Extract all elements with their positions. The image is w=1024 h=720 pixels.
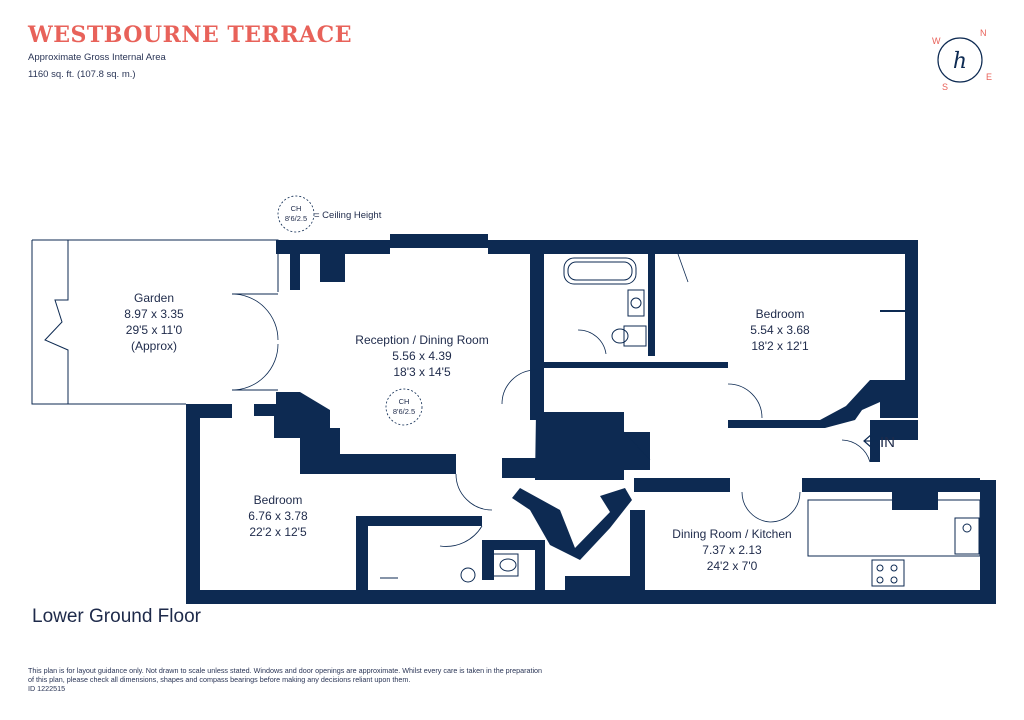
reception-ceiling-height: CH 8'6/2.5	[385, 388, 423, 426]
compass-e: E	[986, 72, 992, 82]
room-reception-label: Reception / Dining Room 5.56 x 4.39 18'3…	[355, 333, 488, 379]
svg-text:Garden: Garden	[134, 291, 174, 305]
svg-text:8'6/2.5: 8'6/2.5	[285, 214, 307, 223]
svg-text:Bedroom: Bedroom	[756, 307, 805, 321]
compass-n: N	[980, 28, 987, 38]
svg-text:CH: CH	[399, 397, 410, 406]
compass-logo: h	[953, 49, 967, 74]
compass-icon: h N E S W	[932, 28, 992, 92]
floor-label: Lower Ground Floor	[32, 606, 201, 627]
svg-text:8'6/2.5: 8'6/2.5	[393, 407, 415, 416]
property-title: WESTBOURNE TERRACE	[28, 22, 352, 48]
disclaimer: This plan is for layout guidance only. N…	[28, 666, 548, 693]
svg-text:24'2 x 7'0: 24'2 x 7'0	[707, 559, 758, 573]
area-subtitle: Approximate Gross Internal Area	[28, 52, 166, 63]
room-garden-label: Garden 8.97 x 3.35 29'5 x 11'0 (Approx)	[124, 291, 184, 353]
doors	[231, 253, 871, 547]
svg-text:5.56 x 4.39: 5.56 x 4.39	[392, 349, 452, 363]
ceiling-height-legend: CH 8'6/2.5 = Ceiling Height	[277, 195, 382, 233]
garden-area	[31, 239, 279, 405]
room-bedroom-left-label: Bedroom 6.76 x 3.78 22'2 x 12'5	[248, 493, 308, 539]
area-value: 1160 sq. ft. (107.8 sq. m.)	[28, 69, 136, 80]
svg-text:6.76 x 3.78: 6.76 x 3.78	[248, 509, 308, 523]
svg-text:18'3 x 14'5: 18'3 x 14'5	[393, 365, 451, 379]
room-kitchen-label: Dining Room / Kitchen 7.37 x 2.13 24'2 x…	[672, 527, 791, 573]
svg-text:22'2 x 12'5: 22'2 x 12'5	[249, 525, 307, 539]
svg-text:= Ceiling Height: = Ceiling Height	[314, 210, 382, 221]
disclaimer-text: This plan is for layout guidance only. N…	[28, 666, 543, 684]
svg-text:Bedroom: Bedroom	[254, 493, 303, 507]
svg-text:Dining Room / Kitchen: Dining Room / Kitchen	[672, 527, 791, 541]
plan-id: ID 1222515	[28, 684, 66, 693]
entrance-marker: IN	[863, 433, 895, 451]
svg-text:Reception / Dining Room: Reception / Dining Room	[355, 333, 488, 347]
svg-text:CH: CH	[291, 204, 302, 213]
compass-s: S	[942, 82, 948, 92]
svg-text:(Approx): (Approx)	[131, 339, 177, 353]
svg-text:29'5 x 11'0: 29'5 x 11'0	[126, 323, 183, 337]
walls	[186, 234, 996, 604]
svg-text:8.97 x 3.35: 8.97 x 3.35	[124, 307, 184, 321]
svg-text:5.54 x 3.68: 5.54 x 3.68	[750, 323, 810, 337]
compass-w: W	[932, 36, 941, 46]
fixtures	[380, 257, 981, 587]
room-bedroom-right-label: Bedroom 5.54 x 3.68 18'2 x 12'1	[750, 307, 810, 353]
svg-text:18'2 x 12'1: 18'2 x 12'1	[751, 339, 809, 353]
svg-text:IN: IN	[880, 434, 895, 451]
svg-text:7.37 x 2.13: 7.37 x 2.13	[702, 543, 762, 557]
